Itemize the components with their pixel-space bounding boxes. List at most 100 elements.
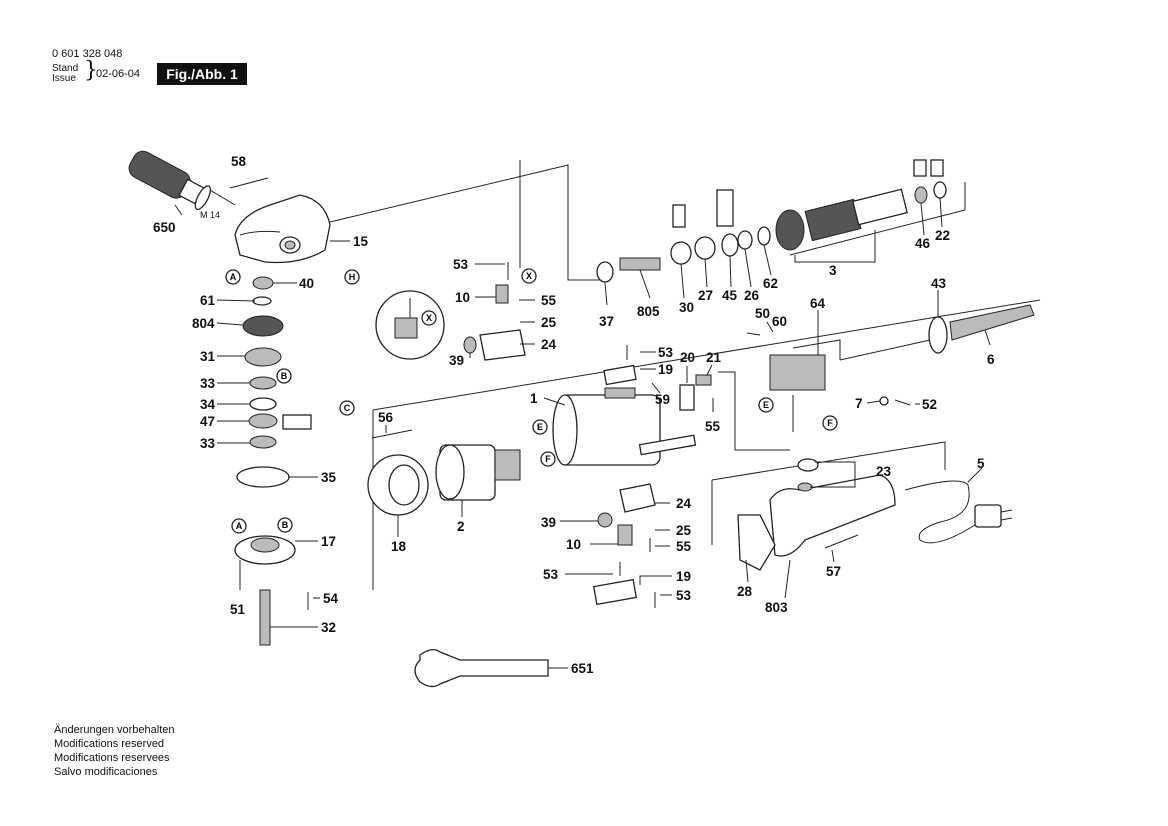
cover-19b (592, 578, 638, 606)
label-59: 59 (655, 392, 670, 407)
bearing-flange-17 (234, 535, 309, 646)
side-handle-group (128, 150, 236, 211)
callout-e-2 (758, 397, 774, 413)
label-10b: 10 (566, 537, 581, 552)
svg-text:X: X (526, 271, 532, 281)
svg-text:H: H (349, 272, 356, 282)
label-55b: 55 (705, 419, 721, 434)
part-804 (242, 315, 284, 337)
label-650: 650 (153, 220, 176, 235)
issue-date: 02-06-04 (96, 68, 141, 80)
callouts: A H B C A B X X E F E F (225, 268, 838, 534)
part-39b (597, 512, 613, 528)
leader-lines (174, 197, 991, 669)
part-27 (694, 236, 716, 260)
part-47-label-plate (282, 414, 312, 430)
label-plate-d (930, 159, 944, 177)
screw-57 (824, 534, 859, 549)
label-plate-b (716, 189, 734, 227)
part-7 (879, 396, 889, 406)
part-40 (252, 276, 274, 290)
label-28: 28 (737, 584, 753, 599)
svg-text:E: E (537, 422, 543, 432)
gear-housing (229, 177, 331, 264)
footer-line-fr: Modifications reservees (54, 752, 170, 764)
part-26 (737, 230, 753, 250)
carbon-brush-10a (495, 284, 509, 304)
footer-line-es: Salvo modificaciones (54, 766, 158, 778)
callout-h (344, 269, 360, 285)
svg-text:F: F (827, 418, 833, 428)
label-37: 37 (599, 314, 614, 329)
label-39b: 39 (541, 515, 556, 530)
label-10a: 10 (455, 290, 470, 305)
label-32: 32 (321, 620, 336, 635)
issue-label: Issue (52, 73, 76, 84)
label-39a: 39 (449, 353, 464, 368)
label-2: 2 (457, 519, 465, 534)
label-24b: 24 (676, 496, 692, 511)
label-64: 64 (810, 296, 826, 311)
label-33b: 33 (200, 436, 216, 451)
side-handle (128, 150, 212, 211)
stator-2 (435, 444, 521, 501)
label-805: 805 (637, 304, 660, 319)
footer-line-de: Änderungen vorbehalten (54, 724, 175, 736)
flange-stack (236, 276, 312, 488)
label-26: 26 (744, 288, 760, 303)
label-24a: 24 (541, 337, 557, 352)
svg-text:C: C (344, 403, 351, 413)
brush-holder-upper (463, 262, 526, 361)
label-18: 18 (391, 539, 407, 554)
footer-notes: Änderungen vorbehalten Modifications res… (54, 723, 174, 779)
armature-3 (775, 188, 908, 251)
label-17: 17 (321, 534, 336, 549)
handle-housing-803 (737, 474, 896, 571)
label-6: 6 (987, 352, 995, 367)
svg-text:A: A (230, 272, 237, 282)
label-45: 45 (722, 288, 738, 303)
label-804: 804 (192, 316, 215, 331)
power-cord-5 (904, 480, 1013, 544)
part-34 (249, 397, 277, 411)
label-55a: 55 (541, 293, 557, 308)
label-60: 60 (772, 314, 787, 329)
screw-56 (371, 429, 413, 439)
brace-glyph: } (84, 58, 98, 83)
motor-housing-1 (552, 387, 697, 466)
cord-clamp-23 (797, 458, 819, 492)
label-651: 651 (571, 661, 594, 676)
label-58: 58 (231, 154, 247, 169)
svg-text:E: E (763, 400, 769, 410)
callout-b-2 (277, 517, 293, 533)
part-labels: M 14 650 58 15 40 61 804 31 33 34 47 33 … (153, 154, 995, 676)
cover-19a (603, 364, 637, 386)
thread-label: M 14 (200, 210, 220, 220)
label-56: 56 (378, 410, 394, 425)
wrench-651 (414, 648, 549, 688)
callout-a-1 (225, 269, 241, 285)
part-21 (695, 374, 712, 386)
part-22 (933, 181, 947, 199)
callout-x-1 (521, 268, 537, 284)
stand-issue-label: Stand Issue (52, 64, 78, 84)
label-61: 61 (200, 293, 216, 308)
label-5: 5 (977, 456, 985, 471)
part-39a (463, 336, 477, 354)
label-23: 23 (876, 464, 892, 479)
brush-holder-lower (592, 483, 656, 608)
armature-line (596, 159, 947, 283)
callout-c (339, 400, 355, 416)
group-outlines (329, 160, 1041, 590)
part-33a (249, 376, 277, 390)
switch-64 (769, 354, 826, 391)
label-19b: 19 (676, 569, 691, 584)
part-47 (248, 413, 278, 429)
part-62 (757, 226, 771, 246)
label-40: 40 (299, 276, 314, 291)
part-20 (679, 384, 695, 411)
label-21: 21 (706, 350, 722, 365)
label-33a: 33 (200, 376, 216, 391)
part-number: 0 601 328 048 (52, 48, 123, 60)
